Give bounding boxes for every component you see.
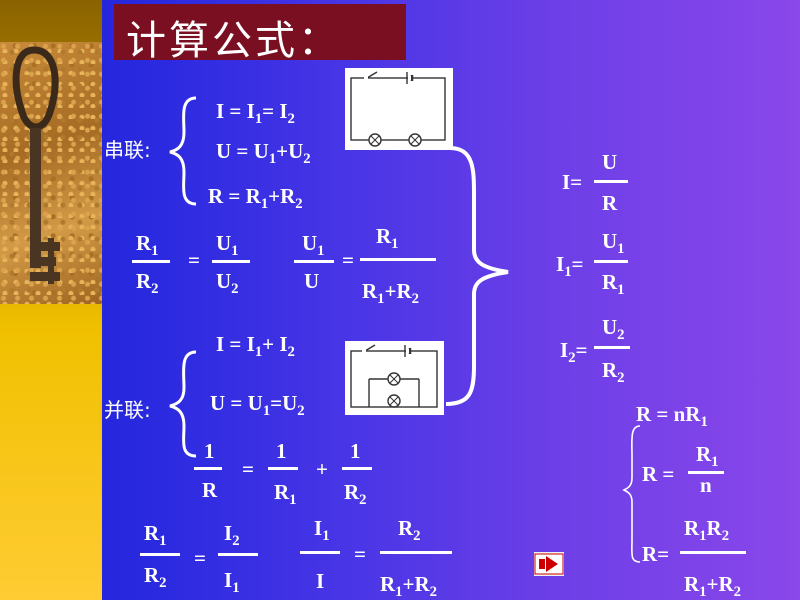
title-box: 计算公式：	[114, 4, 406, 64]
two-resistor-num: R1R2	[684, 516, 730, 545]
parallel-ratio1-rhs-num: I2	[224, 521, 240, 550]
parallel-res-t1-den: R1	[274, 480, 297, 509]
ohm-i-den: R	[602, 191, 618, 215]
fraction-bar	[360, 258, 436, 261]
parallel-res-lhs-num: 1	[204, 439, 215, 463]
parallel-current-formula: I = I1+ I2	[216, 332, 295, 361]
ohm-i-num: U	[602, 150, 618, 174]
parallel-ratio1-rhs-den: I1	[224, 568, 240, 597]
two-resistor-den: R1+R2	[684, 572, 741, 600]
ohm-i2-lhs: I2=	[560, 338, 588, 367]
parallel-ratio2-lhs-num: I1	[314, 516, 330, 545]
parallel-ratio1-lhs-num: R1	[144, 521, 167, 550]
equal-series-formula: R = nR1	[636, 402, 708, 431]
fraction-bar	[140, 553, 180, 556]
series-current-formula: I = I1= I2	[216, 99, 295, 128]
two-resistor-lhs: R=	[642, 542, 670, 566]
series-resistance-formula: R = R1+R2	[208, 184, 303, 213]
parallel-ratio2-rhs-num: R2	[398, 516, 421, 545]
series-ratio1-rhs-den: U2	[216, 269, 239, 298]
fraction-bar	[300, 551, 340, 554]
ohm-i-lhs: I=	[562, 170, 583, 194]
plus-sign: +	[316, 457, 328, 481]
ohm-i1-lhs: I1=	[556, 252, 584, 281]
parallel-ratio2-rhs-den: R1+R2	[380, 572, 437, 600]
next-slide-icon	[534, 553, 564, 575]
key-photo	[0, 42, 102, 304]
fraction-bar	[218, 553, 258, 556]
fraction-bar	[212, 260, 250, 263]
fraction-bar	[294, 260, 334, 263]
parallel-label: 并联:	[104, 398, 151, 422]
ohm-i2-num: U2	[602, 315, 625, 344]
fraction-bar	[594, 346, 630, 349]
series-ratio2-rhs-num: R1	[376, 224, 399, 253]
fraction-bar	[194, 467, 222, 470]
big-merge-brace	[445, 146, 509, 406]
parallel-voltage-formula: U = U1=U2	[210, 391, 305, 420]
equal-parallel-num: R1	[696, 442, 719, 471]
parallel-circuit-diagram	[345, 341, 444, 415]
fraction-bar	[594, 180, 628, 183]
ohm-i2-den: R2	[602, 358, 625, 387]
series-ratio1-lhs-den: R2	[136, 269, 159, 298]
series-label: 串联:	[104, 138, 151, 162]
series-ratio2-lhs-num: U1	[302, 231, 325, 260]
fraction-bar	[680, 551, 746, 554]
equals-sign: =	[342, 248, 354, 272]
parallel-ratio1-lhs-den: R2	[144, 563, 167, 592]
ohm-i1-num: U1	[602, 229, 625, 258]
parallel-brace	[169, 350, 197, 458]
parallel-res-t1-num: 1	[276, 439, 287, 463]
next-slide-button[interactable]	[534, 552, 564, 576]
fraction-bar	[380, 551, 452, 554]
fraction-bar	[688, 471, 724, 474]
series-circuit-diagram	[345, 68, 453, 150]
series-voltage-formula: U = U1+U2	[216, 139, 311, 168]
key-icon	[12, 46, 60, 284]
equals-sign: =	[354, 542, 366, 566]
series-brace	[169, 96, 197, 206]
equal-resistor-brace	[622, 425, 641, 563]
parallel-res-t2-den: R2	[344, 480, 367, 509]
parallel-ratio2-lhs-den: I	[316, 569, 325, 593]
parallel-res-t2-num: 1	[350, 439, 361, 463]
equals-sign: =	[194, 546, 206, 570]
series-ratio1-rhs-num: U1	[216, 231, 239, 260]
equal-parallel-lhs: R =	[642, 462, 675, 486]
series-ratio2-lhs-den: U	[304, 269, 320, 293]
ohm-i1-den: R1	[602, 270, 625, 299]
fraction-bar	[132, 260, 170, 263]
equals-sign: =	[242, 457, 254, 481]
fraction-bar	[594, 260, 628, 263]
series-ratio1-lhs-num: R1	[136, 231, 159, 260]
fraction-bar	[342, 467, 372, 470]
fraction-bar	[268, 467, 298, 470]
series-ratio2-rhs-den: R1+R2	[362, 279, 419, 308]
slide-title: 计算公式：	[126, 18, 341, 64]
parallel-res-lhs-den: R	[202, 478, 218, 502]
equal-parallel-den: n	[700, 473, 712, 497]
equals-sign: =	[188, 248, 200, 272]
